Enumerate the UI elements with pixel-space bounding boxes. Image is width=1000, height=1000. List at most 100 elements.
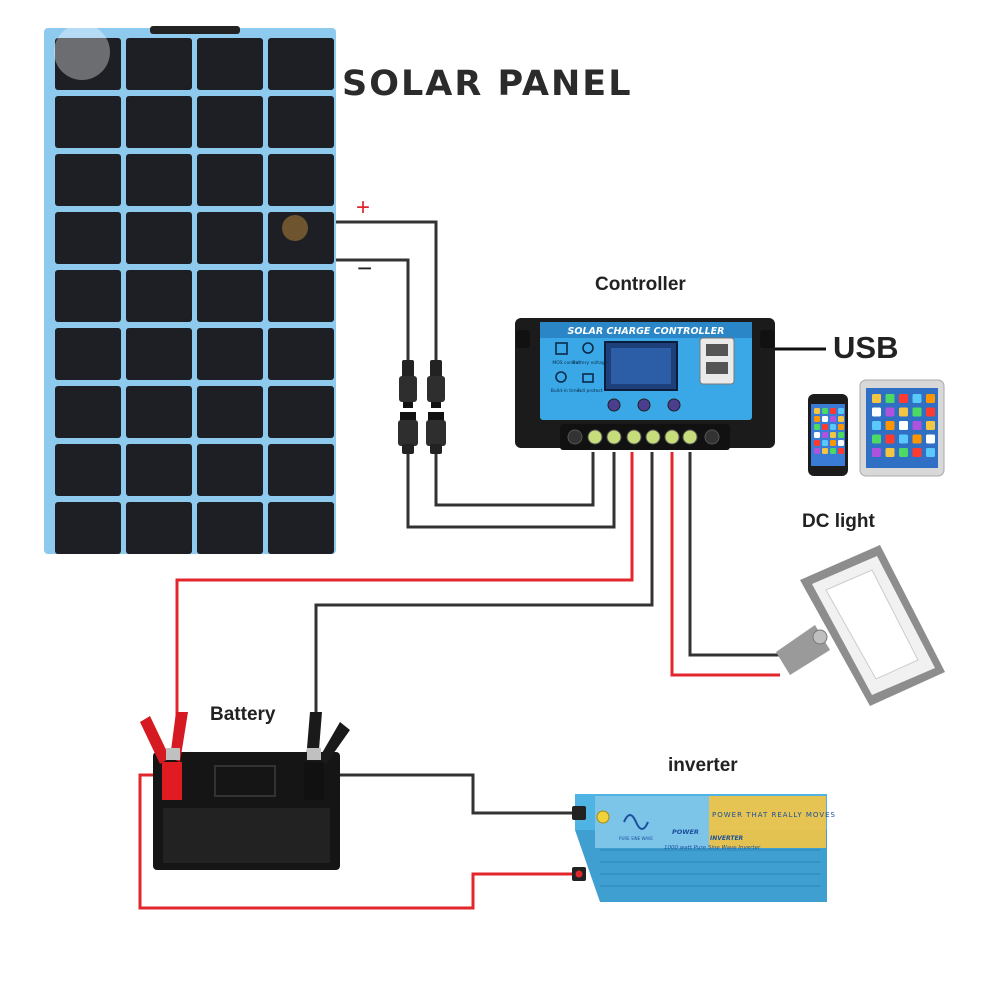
inverter-positive-wire <box>138 773 575 910</box>
app-icon <box>822 416 828 422</box>
solar-panel-icon <box>44 24 336 554</box>
panel-cell <box>197 328 263 380</box>
inverter-negative-wire <box>327 773 575 815</box>
controller-caption-battery: Battery voltage <box>573 360 608 366</box>
panel-cell <box>126 502 192 554</box>
app-icon <box>926 394 935 403</box>
load-positive-wire <box>670 452 780 677</box>
panel-cell <box>126 270 192 322</box>
inverter-spec: 1000 watt Pure Sine Wave Inverter <box>664 845 761 851</box>
app-icon <box>830 416 836 422</box>
controller-caption-timer: Build-in timer <box>551 388 582 394</box>
controller-status-icons <box>555 342 594 383</box>
controller-pv-negative-wire <box>406 450 616 529</box>
app-icon <box>885 394 895 403</box>
controller-terminal-screw <box>704 429 720 445</box>
controller-terminal-screw <box>682 429 698 445</box>
panel-cell <box>55 444 121 496</box>
panel-cell <box>55 154 121 206</box>
app-icon <box>830 424 836 430</box>
panel-cell <box>197 502 263 554</box>
app-icon <box>814 416 820 422</box>
tablet-icon <box>859 379 945 477</box>
app-icon <box>830 432 836 438</box>
panel-cell <box>197 96 263 148</box>
panel-cell <box>197 212 263 264</box>
panel-cell <box>55 328 121 380</box>
panel-cell <box>268 444 334 496</box>
app-icon <box>814 448 820 454</box>
app-icon <box>885 407 895 417</box>
app-icon <box>814 424 820 430</box>
inverter-icon: PURE SINE WAVE POWER THAT REALLY MOVES P… <box>572 794 836 902</box>
app-icon <box>899 394 908 403</box>
battery-positive-terminal <box>162 762 182 800</box>
floodlight-icon <box>776 545 945 706</box>
panel-cell <box>268 154 334 206</box>
controller-terminal-screw <box>664 429 680 445</box>
panel-cell <box>126 38 192 90</box>
mc4-connector-icon <box>398 360 446 454</box>
panel-cell <box>55 212 121 264</box>
battery-label: Battery <box>210 704 276 725</box>
controller-button-up <box>637 398 651 412</box>
panel-cell <box>55 502 121 554</box>
controller-face-title: SOLAR CHARGE CONTROLLER <box>568 326 725 337</box>
controller-caption-protect: Full protect <box>577 388 602 394</box>
app-icon <box>830 448 836 454</box>
app-icon <box>872 448 881 457</box>
panel-glare <box>54 24 110 80</box>
app-icon <box>872 407 881 417</box>
app-icon <box>885 448 895 457</box>
app-icon <box>814 408 820 414</box>
app-icon <box>838 440 844 446</box>
app-icon <box>899 421 908 430</box>
app-icon <box>872 434 881 444</box>
panel-positive-wire <box>336 220 438 365</box>
app-icon <box>899 434 908 444</box>
controller-terminal-screw <box>626 429 642 445</box>
controller-terminals <box>567 429 720 445</box>
panel-cell <box>197 38 263 90</box>
controller-label: Controller <box>595 274 686 295</box>
panel-cell <box>197 270 263 322</box>
usb-label: USB <box>833 330 898 365</box>
inverter-label: inverter <box>668 755 738 776</box>
app-icon <box>822 432 828 438</box>
panel-cell <box>197 444 263 496</box>
app-icon <box>912 448 922 457</box>
app-icon <box>912 407 922 417</box>
panel-cell <box>197 154 263 206</box>
app-icon <box>899 448 908 457</box>
inverter-brand: POWER <box>672 828 699 836</box>
controller-terminal-screw <box>587 429 603 445</box>
battery-negative-terminal <box>304 762 324 800</box>
app-icon <box>926 421 935 430</box>
app-icon <box>926 407 935 417</box>
app-icon <box>838 448 844 454</box>
app-icon <box>814 440 820 446</box>
panel-cell <box>268 38 334 90</box>
solar-panel-label: SOLAR PANEL <box>342 64 633 104</box>
panel-cell <box>268 96 334 148</box>
panel-cell <box>126 444 192 496</box>
inverter-wave-caption: PURE SINE WAVE <box>619 836 653 841</box>
battery-positive-wire <box>175 452 634 718</box>
charge-controller-icon: SOLAR CHARGE CONTROLLER MOS control Batt… <box>515 318 775 450</box>
app-icon <box>822 448 828 454</box>
panel-cell-grid <box>55 38 334 554</box>
app-icon <box>838 408 844 414</box>
inverter-slogan: POWER THAT REALLY MOVES <box>712 811 836 819</box>
panel-cell <box>268 502 334 554</box>
app-icon <box>814 432 820 438</box>
controller-terminal-screw <box>567 429 583 445</box>
load-negative-wire <box>688 452 780 657</box>
app-icon <box>822 408 828 414</box>
app-icon <box>830 440 836 446</box>
app-icon <box>912 394 922 403</box>
negative-sign-label: − <box>357 253 372 283</box>
app-icon <box>912 421 922 430</box>
battery-positive-clamp <box>140 716 170 764</box>
controller-caption-mos: MOS control <box>552 360 579 366</box>
